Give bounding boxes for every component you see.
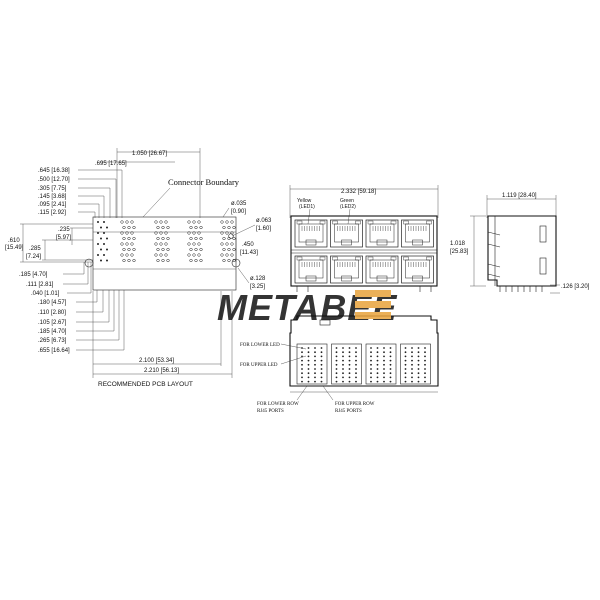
watermark-bar-1	[355, 290, 391, 297]
front-ports	[294, 219, 434, 284]
dim-7-24: [7.24]	[26, 254, 41, 260]
dim-0-185b: .185 [4.70]	[38, 329, 67, 335]
led2-label: (LED2)	[340, 204, 356, 210]
dim-dia-128: ø.128	[250, 276, 266, 282]
front-width-dim: 2.332 [59.18]	[341, 189, 376, 195]
watermark-bar-3	[355, 312, 391, 319]
bottom-view: FOR LOWER LED FOR UPPER LED FOR LOWER RO…	[240, 315, 439, 414]
side-width-dim: 1.119 [28.40]	[502, 193, 537, 199]
dim-1-60: [1.60]	[256, 226, 271, 232]
dim-0-105: .105 [2.67]	[38, 320, 67, 326]
dim-0-285: .285	[29, 246, 41, 252]
dim-0-095: .095 [2.41]	[38, 202, 67, 208]
dim-15-49: [15.49]	[5, 245, 24, 251]
dim-0-610: .610	[8, 238, 20, 244]
bottom-ports	[296, 343, 431, 385]
lower-row-label: FOR LOWER ROW	[257, 402, 299, 407]
connector-boundary-label: Connector Boundary	[168, 177, 240, 187]
pcb-layout: 1.050 [26.67] .695 [17.65] .645 [16.38] …	[5, 148, 272, 388]
upper-row-label: FOR UPPER ROW	[335, 402, 375, 407]
pcb-outline	[92, 216, 237, 291]
dim-0-185a: .185 [4.70]	[19, 272, 48, 278]
front-view: 2.332 [59.18] Yellow (LED1) Green (LED2)	[289, 185, 439, 292]
led2-color-label: Green	[340, 198, 354, 204]
dim-0-655: .655 [16.64]	[38, 348, 70, 354]
dim-0-180: .180 [4.57]	[38, 300, 67, 306]
dim-0-235: .235	[58, 227, 70, 233]
dim-dia-035: ø.035	[231, 201, 247, 207]
upper-row-sub: RJ45 PORTS	[335, 409, 362, 414]
dim-3-25: [3.25]	[250, 284, 265, 290]
dim-0-265: .265 [6.73]	[38, 338, 67, 344]
side-pin-dim: .126 [3.20]	[561, 284, 590, 290]
metabee-watermark: METABEE	[217, 287, 396, 328]
dim-0-115: .115 [2.92]	[38, 210, 66, 216]
side-view: 1.119 [28.40] 1.018 [25.83] .126 [3.20]	[450, 193, 590, 294]
dim-0-695: .695 [17.65]	[95, 161, 127, 167]
lower-led-label: FOR LOWER LED	[240, 343, 280, 348]
dim-0-145: .145 [3.68]	[38, 194, 67, 200]
dim-0-110: .110 [2.80]	[38, 310, 66, 316]
side-height-dim-mm: [25.83]	[450, 249, 469, 255]
dim-0-450: .450	[242, 242, 254, 248]
dim-0-111: .111 [2.81]	[26, 282, 54, 288]
dim-dia-063: ø.063	[256, 218, 272, 224]
dim-0-305: .305 [7.75]	[38, 186, 67, 192]
dim-2-100: 2.100 [53.34]	[139, 358, 174, 364]
pcb-layout-caption: RECOMMENDED PCB LAYOUT	[98, 381, 193, 388]
dim-5-97: [5.97]	[56, 235, 71, 241]
pcb-holes	[97, 220, 236, 263]
dim-2-210: 2.210 [56.13]	[144, 368, 179, 374]
dim-0-040: .040 [1.01]	[31, 291, 60, 297]
side-height-dim: 1.018	[450, 241, 466, 247]
dim-0-645: .645 [16.38]	[38, 168, 70, 174]
lower-row-sub: RJ45 PORTS	[257, 409, 284, 414]
dim-1-050: 1.050 [26.67]	[132, 151, 167, 157]
watermark-bar-2	[355, 301, 391, 308]
led1-label: (LED1)	[299, 204, 315, 210]
upper-led-label: FOR UPPER LED	[240, 363, 278, 368]
led1-color-label: Yellow	[297, 198, 312, 204]
dim-11-43: [11.43]	[240, 250, 258, 256]
dim-0-500: .500 [12.70]	[38, 177, 70, 183]
dim-0-90: [0.90]	[231, 209, 246, 215]
